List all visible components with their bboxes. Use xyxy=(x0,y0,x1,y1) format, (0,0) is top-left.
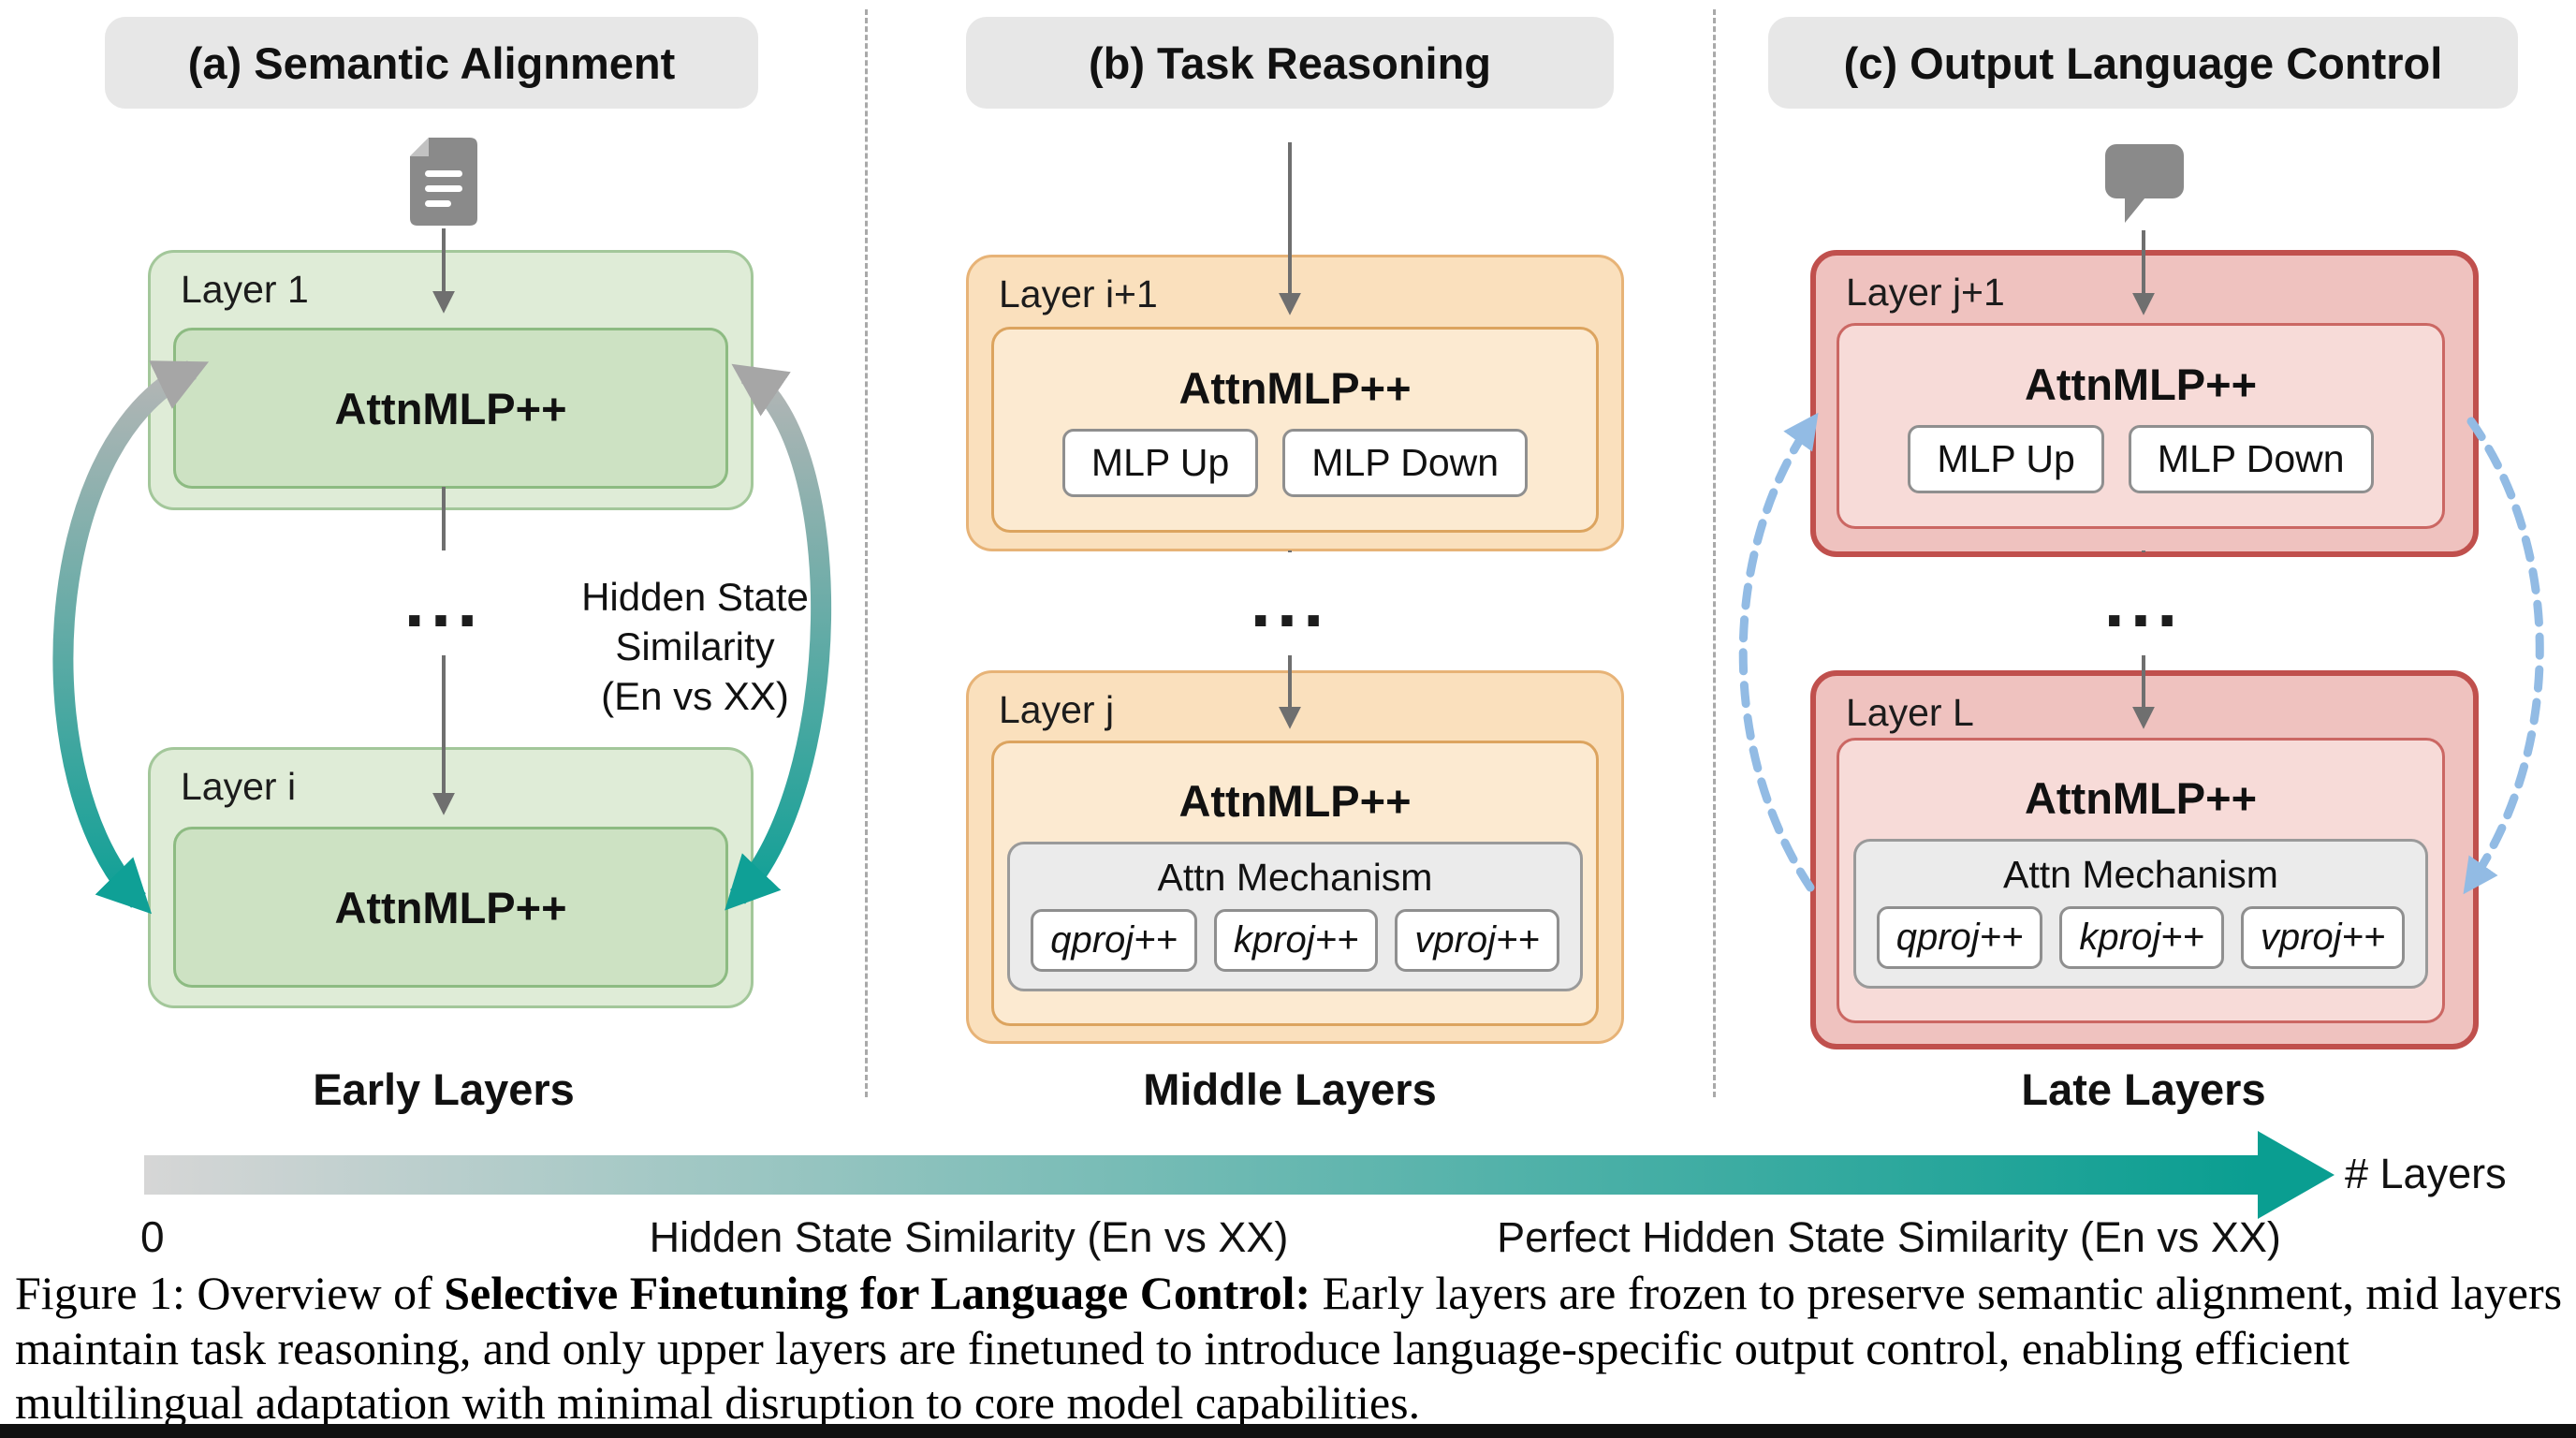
block-title: AttnMLP++ xyxy=(2024,773,2258,823)
layer-name-label: Layer i+1 xyxy=(999,272,1158,315)
panel-a-layer-second: Layer i AttnMLP++ xyxy=(148,747,754,1008)
caption-bold: Selective Finetuning for Language Contro… xyxy=(444,1267,1311,1319)
mlp-pill-row: MLP Up MLP Down xyxy=(1061,429,1529,497)
proj-pill-row: qproj++ kproj++ vproj++ xyxy=(1876,906,2406,969)
attnmlp-block: AttnMLP++ Attn Mechanism qproj++ kproj++… xyxy=(1837,738,2445,1023)
panel-c-layer-first: Layer j+1 AttnMLP++ MLP Up MLP Down xyxy=(1810,250,2479,557)
panel-divider-bc xyxy=(1713,9,1716,1097)
panel-divider-ab xyxy=(865,9,868,1097)
hidden-state-similarity-label: Hidden State Similarity (En vs XX) xyxy=(538,573,852,722)
panel-b-layer-second: Layer j AttnMLP++ Attn Mechanism qproj++… xyxy=(966,670,1624,1044)
axis-right-label: Perfect Hidden State Similarity (En vs X… xyxy=(1497,1213,2281,1261)
layer-name-label: Layer L xyxy=(1846,691,1974,734)
vproj-pill: vproj++ xyxy=(1395,909,1559,972)
attn-mechanism-box: Attn Mechanism qproj++ kproj++ vproj++ xyxy=(1852,839,2429,989)
panel-c-title: (c) Output Language Control xyxy=(1768,17,2518,109)
proj-pill-row: qproj++ kproj++ vproj++ xyxy=(1031,909,1559,972)
attn-mechanism-label: Attn Mechanism xyxy=(2003,853,2278,896)
attnmlp-block: AttnMLP++ MLP Up MLP Down xyxy=(991,327,1599,533)
attnmlp-block: AttnMLP++ MLP Up MLP Down xyxy=(1837,323,2445,529)
finetune-arc-left xyxy=(1738,412,1819,892)
panel-a-title: (a) Semantic Alignment xyxy=(105,17,758,109)
mlp-up-pill: MLP Up xyxy=(1908,425,2104,493)
panel-a-layer-first: Layer 1 AttnMLP++ xyxy=(148,250,754,510)
document-icon xyxy=(410,138,477,226)
attn-mechanism-box: Attn Mechanism qproj++ kproj++ vproj++ xyxy=(1007,842,1583,991)
late-layers-label: Late Layers xyxy=(2021,1064,2266,1114)
ellipsis-panel-b: ... xyxy=(1250,559,1330,642)
attnmlp-block: AttnMLP++ xyxy=(173,328,728,489)
block-title: AttnMLP++ xyxy=(334,383,567,433)
side-label-line1: Hidden State xyxy=(581,575,809,619)
axis-origin-label: 0 xyxy=(140,1212,165,1261)
panel-b-layer-first: Layer i+1 AttnMLP++ MLP Up MLP Down xyxy=(966,255,1624,551)
ellipsis-panel-c: ... xyxy=(2103,559,2184,642)
ellipsis-panel-a: ... xyxy=(403,559,484,642)
bottom-edge-bar xyxy=(0,1424,2576,1438)
block-title: AttnMLP++ xyxy=(1178,363,1412,413)
block-title: AttnMLP++ xyxy=(334,882,567,932)
layer-name-label: Layer j xyxy=(999,688,1115,731)
qproj-pill: qproj++ xyxy=(1031,909,1197,972)
layers-axis-arrow xyxy=(144,1131,2334,1219)
layer-name-label: Layer i xyxy=(181,765,297,808)
mlp-down-pill: MLP Down xyxy=(2128,425,2374,493)
caption-rest: Early layers are frozen to preserve sema… xyxy=(15,1267,2563,1429)
middle-layers-label: Middle Layers xyxy=(1143,1064,1437,1114)
panel-c-layer-second: Layer L AttnMLP++ Attn Mechanism qproj++… xyxy=(1810,670,2479,1049)
layer-name-label: Layer 1 xyxy=(181,268,309,311)
panel-b-title: (b) Task Reasoning xyxy=(966,17,1614,109)
side-label-line2: Similarity xyxy=(615,624,775,668)
attn-mechanism-label: Attn Mechanism xyxy=(1157,856,1433,899)
kproj-pill: kproj++ xyxy=(2059,906,2224,969)
speech-bubble-icon xyxy=(2105,144,2184,223)
caption-prefix: Figure 1: Overview of xyxy=(15,1267,445,1319)
qproj-pill: qproj++ xyxy=(1876,906,2043,969)
axis-mid-label: Hidden State Similarity (En vs XX) xyxy=(649,1213,1289,1261)
layer-name-label: Layer j+1 xyxy=(1846,271,2005,314)
block-title: AttnMLP++ xyxy=(1178,776,1412,826)
kproj-pill: kproj++ xyxy=(1213,909,1379,972)
finetune-arc-right xyxy=(2463,417,2544,895)
attnmlp-block: AttnMLP++ Attn Mechanism qproj++ kproj++… xyxy=(991,741,1599,1026)
attnmlp-block: AttnMLP++ xyxy=(173,827,728,988)
mlp-down-pill: MLP Down xyxy=(1282,429,1529,497)
mlp-up-pill: MLP Up xyxy=(1061,429,1259,497)
num-layers-label: # Layers xyxy=(2345,1150,2507,1197)
early-layers-label: Early Layers xyxy=(313,1064,575,1114)
mlp-pill-row: MLP Up MLP Down xyxy=(1908,425,2374,493)
figure-caption: Figure 1: Overview of Selective Finetuni… xyxy=(15,1266,2565,1431)
vproj-pill: vproj++ xyxy=(2240,906,2406,969)
side-label-line3: (En vs XX) xyxy=(601,673,789,718)
block-title: AttnMLP++ xyxy=(2024,360,2258,409)
